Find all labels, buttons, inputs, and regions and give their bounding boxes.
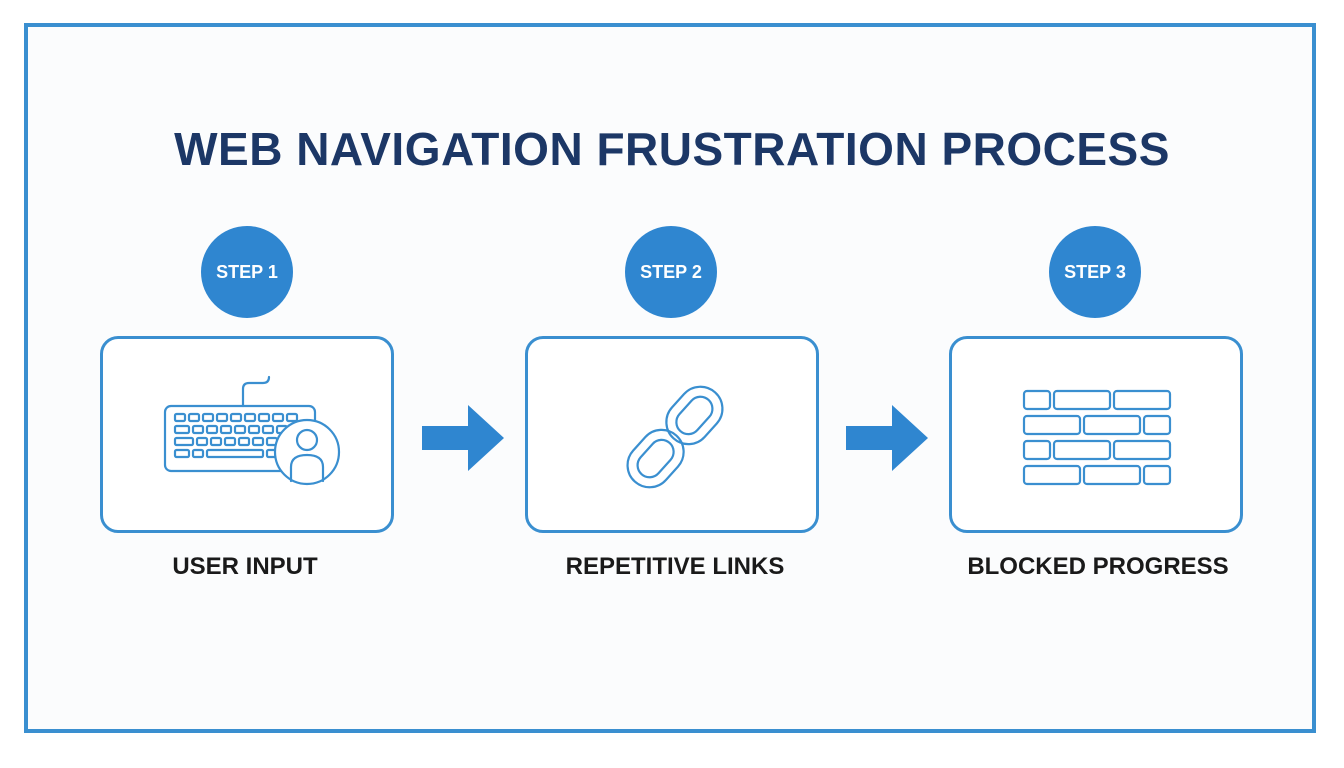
keyboard-user-icon: [163, 375, 341, 486]
brick-wall-icon: [1022, 389, 1172, 486]
step-3-box: [949, 336, 1243, 533]
step-3-badge: STEP 3: [1049, 226, 1141, 318]
step-2-box: [525, 336, 819, 533]
step-1-box: [100, 336, 394, 533]
diagram-title: WEB NAVIGATION FRUSTRATION PROCESS: [174, 123, 1170, 175]
chain-link-icon: [626, 385, 724, 489]
step-1-badge: STEP 1: [201, 226, 293, 318]
arrow-right-icon: [846, 405, 928, 471]
step-2-label: REPETITIVE LINKS: [565, 553, 785, 580]
step-2-badge: STEP 2: [625, 226, 717, 318]
step-1-label: USER INPUT: [172, 553, 318, 580]
arrow-right-icon: [422, 405, 504, 471]
step-3-label: BLOCKED PROGRESS: [967, 553, 1229, 580]
